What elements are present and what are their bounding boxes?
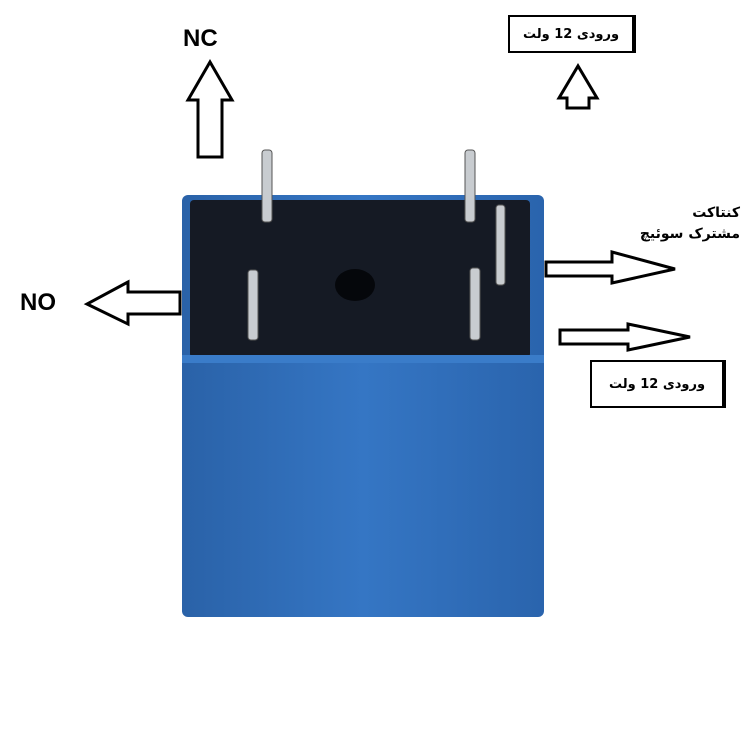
relay-body bbox=[182, 195, 544, 617]
pin-coil-2 bbox=[469, 267, 481, 341]
mounting-hole bbox=[335, 269, 375, 301]
label-nc: NC bbox=[183, 25, 218, 52]
pin-no bbox=[247, 269, 259, 341]
arrow-up-coil-icon bbox=[556, 63, 600, 110]
pin-common bbox=[495, 204, 506, 286]
arrows bbox=[83, 59, 691, 352]
arrow-up-nc-icon bbox=[185, 59, 235, 159]
pin-coil-1 bbox=[464, 149, 476, 223]
pin-nc bbox=[261, 149, 273, 223]
label-coil-input-top: ورودی 12 ولت bbox=[508, 15, 636, 53]
relay-pins bbox=[247, 149, 506, 341]
arrow-left-no-icon bbox=[83, 279, 182, 327]
label-no: NO bbox=[20, 289, 56, 316]
label-common-line1: کنتاکت bbox=[692, 205, 740, 221]
label-coil-input-bottom: ورودی 12 ولت bbox=[590, 360, 726, 408]
label-common-line2: مشترک سوئیچ bbox=[639, 226, 740, 242]
arrow-right-coil-icon bbox=[558, 322, 691, 352]
arrow-right-common-icon bbox=[544, 250, 676, 285]
